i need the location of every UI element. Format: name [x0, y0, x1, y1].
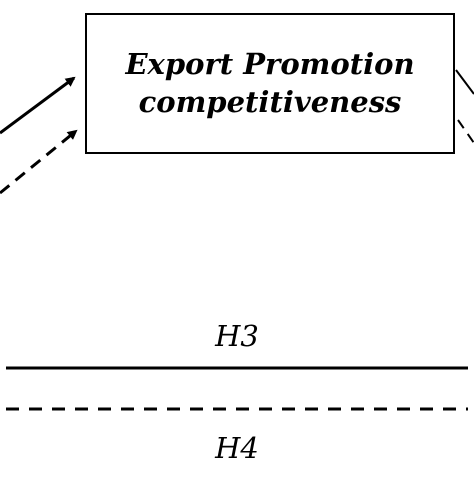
dashed-right-edge-line	[457, 119, 474, 144]
solid-right-edge-line	[455, 69, 474, 95]
solid-arrow-to-box	[0, 76, 76, 135]
dashed-arrow-to-box	[0, 129, 78, 195]
export-promotion-box	[85, 13, 455, 154]
